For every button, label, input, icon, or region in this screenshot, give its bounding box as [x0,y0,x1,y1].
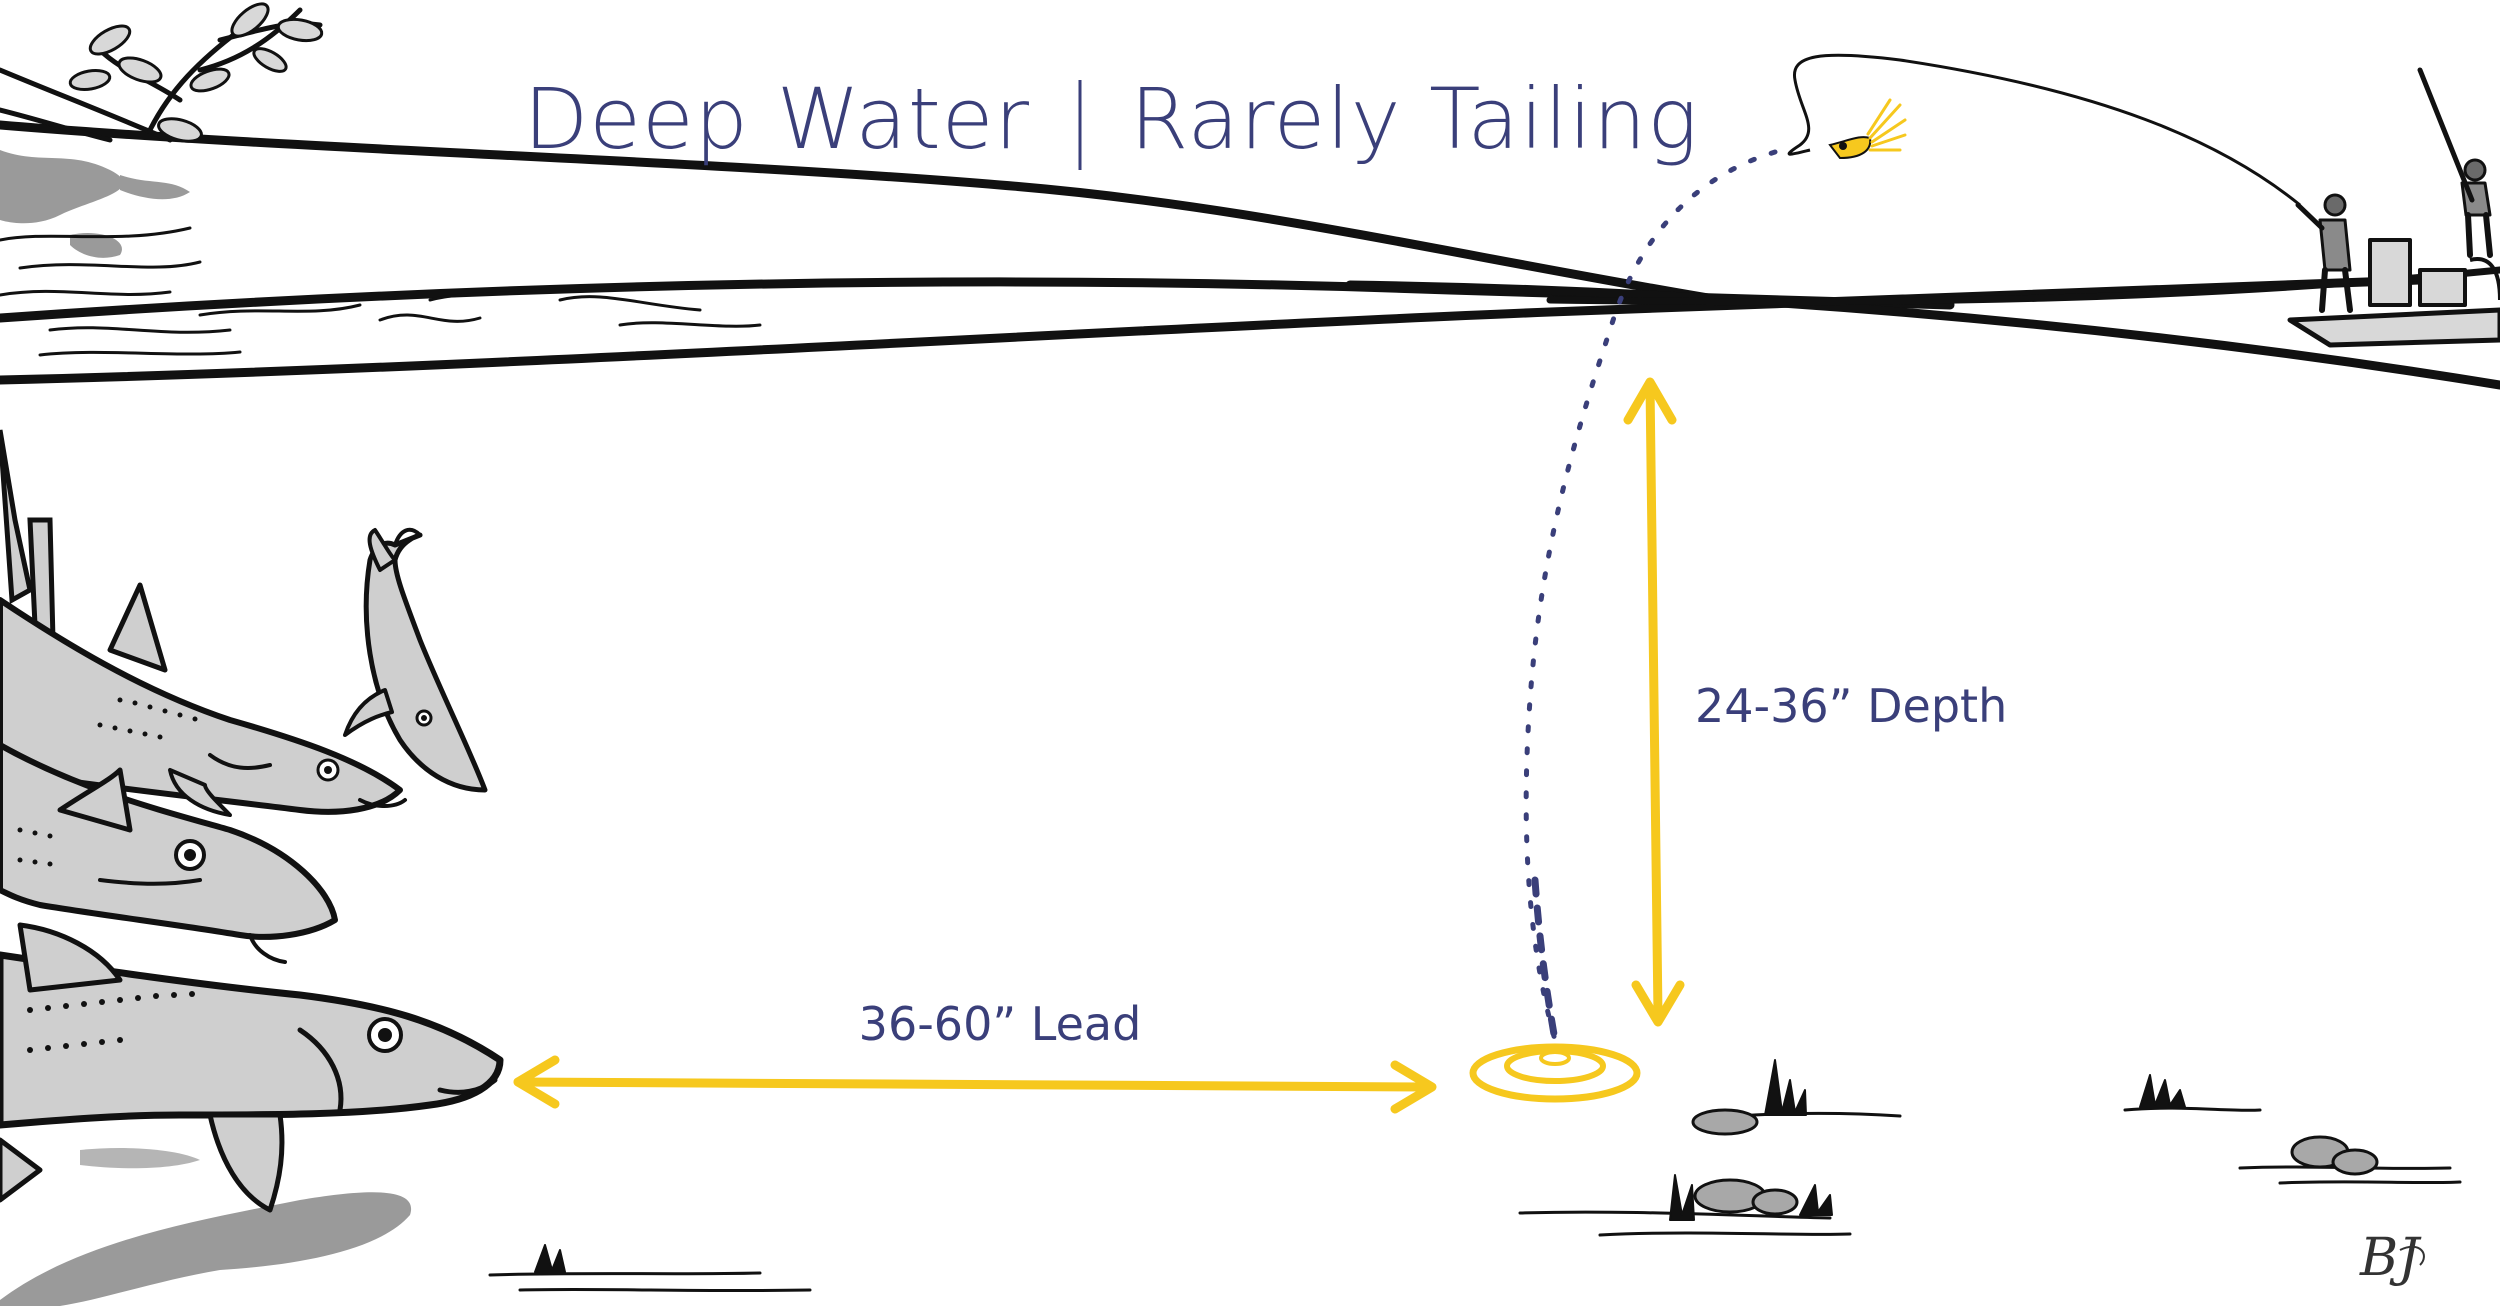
fly-landing-rings [1473,1047,1637,1099]
angler-icon [2298,195,2350,310]
angler-icon [2420,70,2490,255]
artist-signature: BJ [2359,1228,2424,1288]
lead-arrow [518,1060,1432,1109]
seafloor [490,1060,2460,1291]
bonefish-icon [0,925,500,1210]
fly-line [1789,55,2300,205]
signature-text: BJ [2359,1228,2422,1288]
title-left: Deep Water [524,70,1030,168]
bonefish-school [0,530,500,1306]
depth-label: 24-36” Depth [1695,679,2007,733]
title-right: Rarely Tailing [1130,70,1699,168]
seagrass-icon [535,1060,2185,1272]
fly-sink-path-lower [1535,880,1555,1040]
depth-arrow [1628,382,1680,1022]
mangrove-icon [0,0,323,145]
water-ripples [0,150,760,355]
title: Deep Water Rarely Tailing [524,70,1699,170]
rock-icon [1693,1110,2377,1214]
fly-icon [1830,100,1905,158]
bonefish-icon [345,530,485,790]
fish-shadow [0,1192,411,1306]
lead-label: 36-60” Lead [859,997,1142,1051]
